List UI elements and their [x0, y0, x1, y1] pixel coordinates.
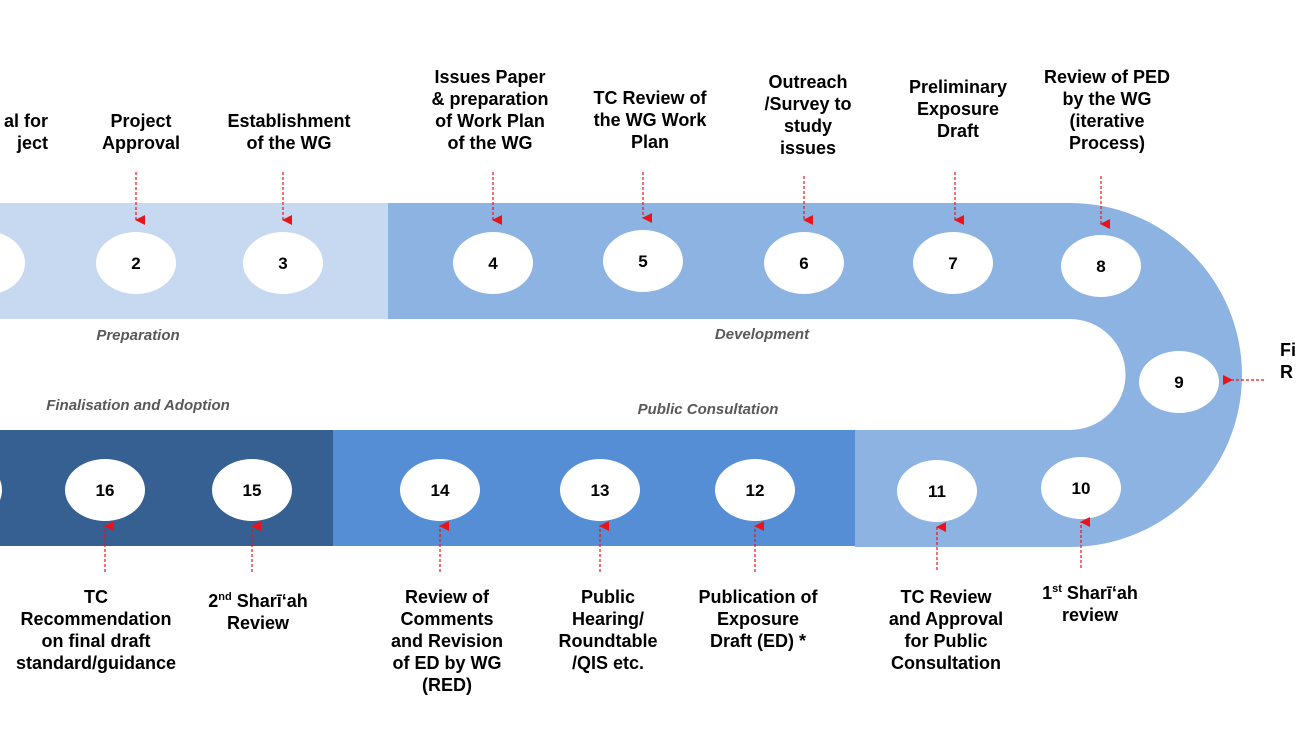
step-node-8	[1061, 235, 1141, 297]
step-node-6	[764, 232, 844, 294]
phase-preparation: Preparation	[96, 327, 180, 344]
step-number-2: 2	[131, 254, 140, 273]
step-number-9: 9	[1174, 373, 1183, 392]
step-number-12: 12	[746, 481, 765, 500]
step-node-2	[96, 232, 176, 294]
step-label-13: Public Hearing/ Roundtable /QIS etc.	[558, 587, 658, 673]
step-node-13	[560, 459, 640, 521]
step-label-15: 2nd Sharī‘ah Review	[208, 591, 308, 633]
step-label-partial: al for ject	[3, 111, 48, 153]
step-number-4: 4	[488, 254, 498, 273]
step-number-14: 14	[431, 481, 450, 500]
step-number-6: 6	[799, 254, 808, 273]
step-node-partial-left-bottom	[0, 480, 2, 500]
step-label-5: TC Review of the WG Work Plan	[593, 88, 707, 152]
step-node-11	[897, 460, 977, 522]
step-number-16: 16	[96, 481, 115, 500]
step-node-15	[212, 459, 292, 521]
step-label-16: TC Recommendation on final draft standar…	[15, 587, 177, 673]
step-node-16	[65, 459, 145, 521]
step-number-8: 8	[1096, 257, 1105, 276]
step-label-2: Project Approval	[101, 111, 181, 153]
step-label-8: Review of PED by the WG (iterative Proce…	[1043, 67, 1171, 153]
step-label-11: TC Review and Approval for Public Consul…	[888, 587, 1004, 673]
step-number-13: 13	[591, 481, 610, 500]
step-node-5	[603, 230, 683, 292]
step-node-7	[913, 232, 993, 294]
step-label-4: Issues Paper & preparation of Work Plan …	[431, 67, 549, 153]
step-number-10: 10	[1072, 479, 1091, 498]
phase-public-consultation: Public Consultation	[637, 401, 779, 418]
step-label-6: Outreach /Survey to study issues	[764, 72, 852, 158]
step-label-3: Establishment of the WG	[227, 111, 351, 153]
step-label-9: Fi R	[1280, 340, 1296, 382]
step-node-10	[1041, 457, 1121, 519]
step-number-15: 15	[243, 481, 262, 500]
step-node-partial-left-top	[0, 233, 25, 293]
step-number-11: 11	[928, 482, 946, 501]
step-label-12: Publication of Exposure Draft (ED) *	[698, 587, 818, 651]
step-node-12	[715, 459, 795, 521]
step-label-10: 1st Sharī‘ah review	[1042, 583, 1138, 625]
step-node-3	[243, 232, 323, 294]
development-band	[388, 203, 1242, 547]
step-node-9	[1139, 351, 1219, 413]
step-label-14: Review of Comments and Revision of ED by…	[390, 587, 504, 695]
phase-development: Development	[714, 326, 810, 343]
step-number-7: 7	[948, 254, 957, 273]
step-node-14	[400, 459, 480, 521]
phase-finalisation: Finalisation and Adoption	[46, 397, 230, 414]
step-node-4	[453, 232, 533, 294]
step-label-7: Preliminary Exposure Draft	[908, 77, 1008, 141]
step-number-3: 3	[278, 254, 287, 273]
step-number-5: 5	[638, 252, 647, 271]
preparation-band	[0, 203, 390, 319]
